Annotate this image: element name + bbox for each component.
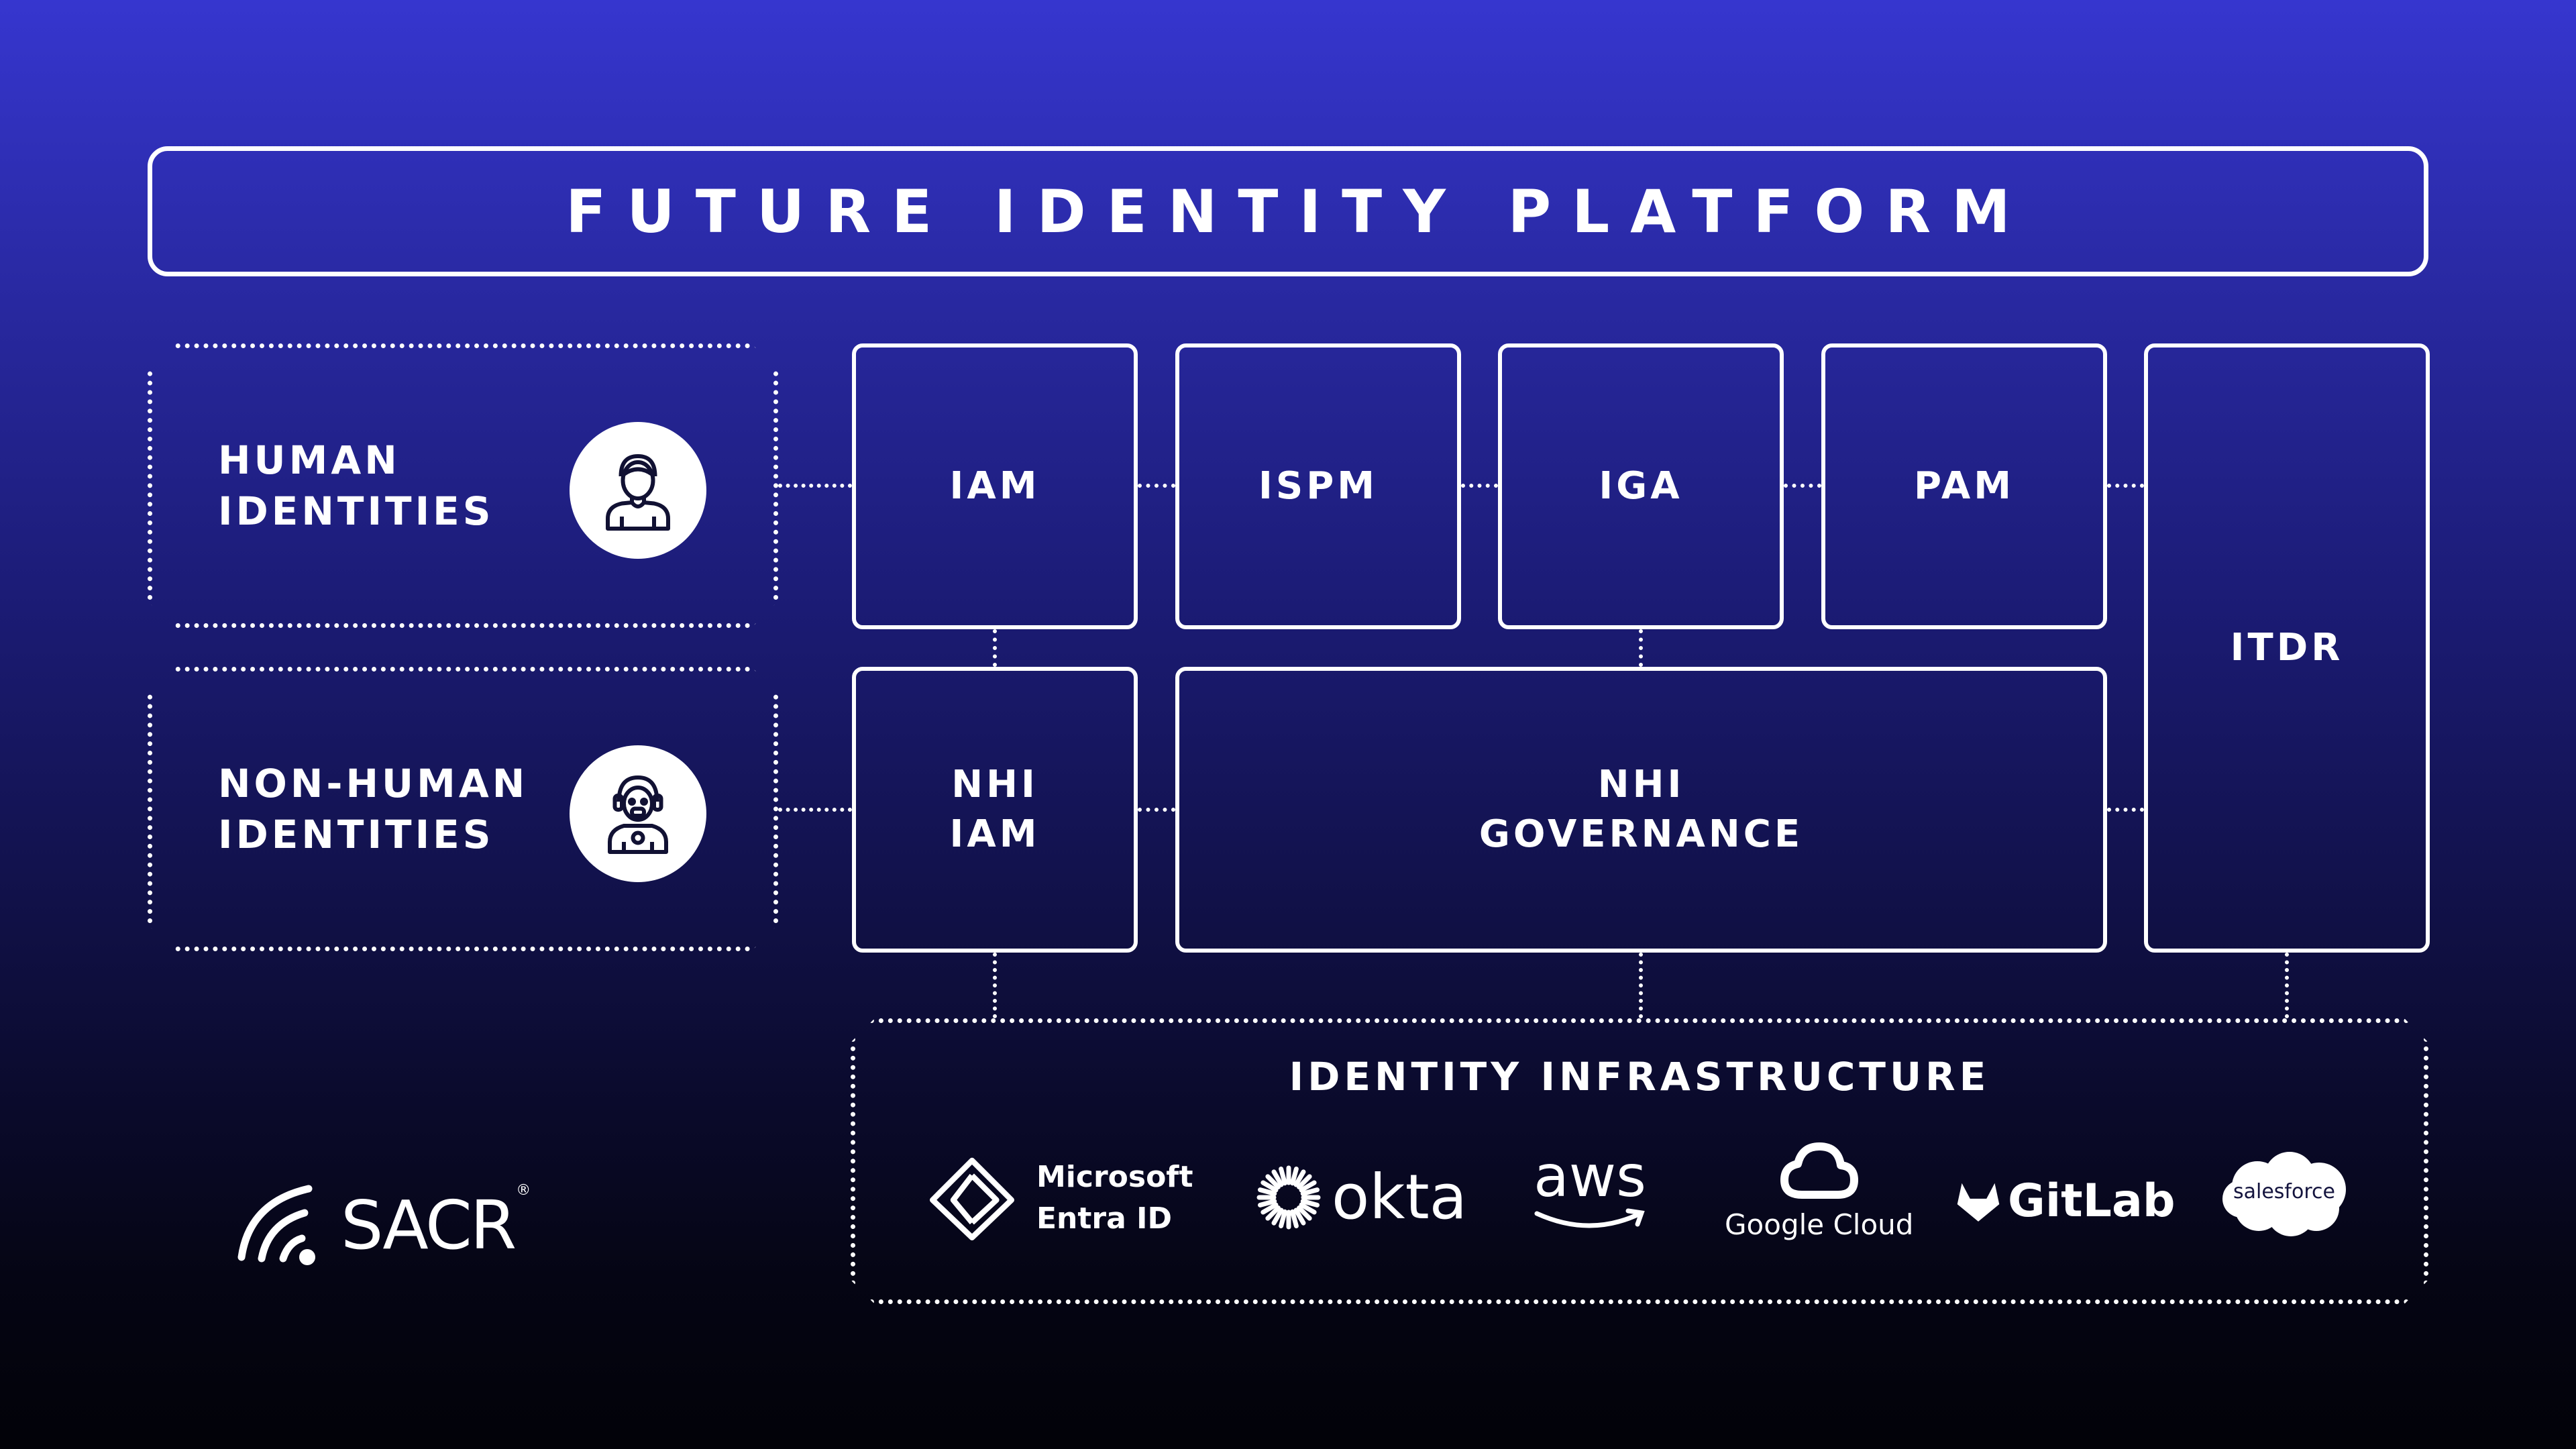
okta-ray [1263, 1205, 1276, 1212]
gitlab-logo: GitLab [1955, 1175, 2176, 1228]
connector-nhi-iam-governance [1138, 808, 1175, 812]
human-identities-label: HUMAN IDENTITIES [218, 437, 494, 534]
ispm-box: ISPM [1175, 343, 1461, 629]
okta-ray [1274, 1210, 1281, 1223]
iga-label: IGA [1599, 464, 1683, 508]
pam-box: PAM [1821, 343, 2107, 629]
connector-itdr-infra [2285, 953, 2289, 1018]
okta-ray [1301, 1205, 1314, 1212]
microsoft-entra-id-logo: Microsoft Entra ID [925, 1155, 1193, 1242]
okta-ray [1293, 1169, 1297, 1183]
connector-human-iam [778, 484, 852, 488]
itdr-label: ITDR [2230, 626, 2344, 669]
nhi-iam-label: NHI IAM [949, 763, 1040, 856]
okta-sunburst-icon [1255, 1164, 1322, 1231]
aws-logo: aws [1533, 1146, 1647, 1234]
identity-infrastructure-box: IDENTITY INFRASTRUCTURE Microsoft Entra … [851, 1018, 2428, 1304]
itdr-box: ITDR [2144, 343, 2430, 953]
okta-ray [1281, 1212, 1285, 1226]
okta-ray [1260, 1190, 1275, 1194]
connector-nonhuman-nhi-iam [778, 808, 852, 812]
okta-ray [1301, 1183, 1314, 1190]
connector-governance-itdr [2107, 808, 2144, 812]
non-human-identities-box: NON-HUMAN IDENTITIES [148, 667, 778, 951]
ispm-label: ISPM [1258, 464, 1378, 508]
google-cloud-logo: Google Cloud [1725, 1140, 1913, 1242]
platform-title: FUTURE IDENTITY PLATFORM [566, 176, 2031, 246]
okta-ray [1260, 1201, 1275, 1205]
iam-box: IAM [852, 343, 1138, 629]
connector-iga-governance [1639, 629, 1643, 667]
okta-ray [1268, 1177, 1279, 1187]
okta-logo: okta [1255, 1164, 1467, 1231]
connector-nhi-iam-infra [993, 953, 997, 1018]
human-identities-box: HUMAN IDENTITIES [148, 343, 778, 628]
okta-ray [1299, 1208, 1310, 1219]
nhi-governance-box: NHI GOVERNANCE [1175, 667, 2107, 953]
okta-ray [1299, 1177, 1310, 1187]
gitlab-fox-icon [1955, 1180, 2001, 1223]
sacr-logo: SACR ® [235, 1182, 531, 1269]
non-human-identities-label: NON-HUMAN IDENTITIES [218, 761, 529, 857]
nhi-iam-box: NHI IAM [852, 667, 1138, 953]
sacr-signal-icon [237, 1185, 315, 1265]
salesforce-logo: salesforce [2218, 1148, 2350, 1238]
identity-infrastructure-title: IDENTITY INFRASTRUCTURE [1289, 1054, 1990, 1099]
person-icon [570, 422, 706, 559]
nhi-governance-label: NHI GOVERNANCE [1479, 763, 1804, 856]
okta-ray [1263, 1183, 1276, 1190]
iga-box: IGA [1498, 343, 1784, 629]
connector-pam-itdr [2107, 484, 2144, 488]
iam-label: IAM [949, 464, 1040, 508]
connector-iam-nhi-iam [993, 629, 997, 667]
connector-governance-infra [1639, 953, 1643, 1018]
okta-ray [1274, 1172, 1281, 1185]
salesforce-cloud-icon [2218, 1148, 2350, 1238]
connector-iga-pam [1784, 484, 1821, 488]
google-cloud-icon [1779, 1140, 1860, 1204]
entra-id-icon [925, 1155, 1019, 1242]
platform-title-box: FUTURE IDENTITY PLATFORM [148, 146, 2428, 276]
okta-ray [1281, 1169, 1285, 1183]
okta-ray [1296, 1210, 1303, 1223]
pam-label: PAM [1914, 464, 2015, 508]
okta-ray [1296, 1172, 1303, 1185]
robot-icon [570, 745, 706, 882]
okta-ray [1293, 1212, 1297, 1226]
connector-iam-ispm [1138, 484, 1175, 488]
connector-ispm-iga [1461, 484, 1498, 488]
aws-smile-icon [1533, 1207, 1647, 1234]
okta-ray [1303, 1201, 1317, 1205]
okta-ray [1268, 1208, 1279, 1219]
okta-ray [1303, 1190, 1317, 1194]
